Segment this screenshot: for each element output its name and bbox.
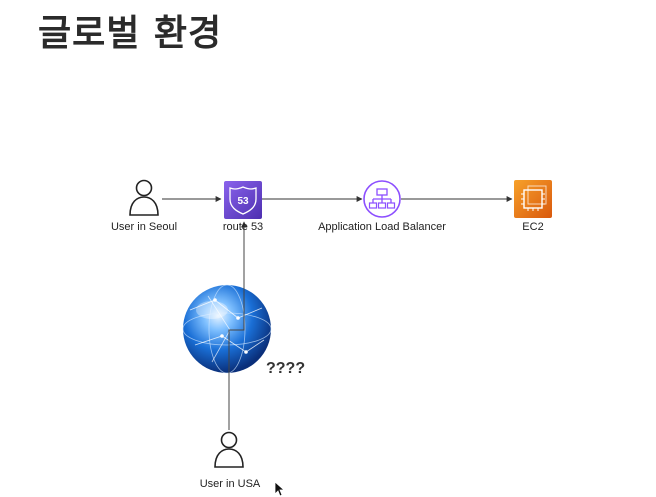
- route53-label: route 53: [222, 221, 264, 233]
- alb-label: Application Load Balancer: [318, 221, 446, 233]
- slide-title: 글로벌 환경: [38, 13, 223, 54]
- route53-badge: 53: [237, 196, 249, 207]
- user-usa-label: User in USA: [199, 478, 261, 490]
- user-icon: [214, 431, 244, 468]
- mouse-cursor-icon: [274, 481, 286, 497]
- globe-icon: [182, 284, 272, 374]
- question-annotation: ????: [266, 360, 306, 377]
- user-icon: [129, 179, 159, 216]
- user-seoul-label: User in Seoul: [110, 221, 178, 233]
- load-balancer-icon: [363, 180, 401, 218]
- ec2-label: EC2: [522, 221, 544, 233]
- route53-icon: 53: [224, 181, 262, 219]
- edge-usa-path: [228, 221, 247, 430]
- ec2-icon: [514, 180, 552, 218]
